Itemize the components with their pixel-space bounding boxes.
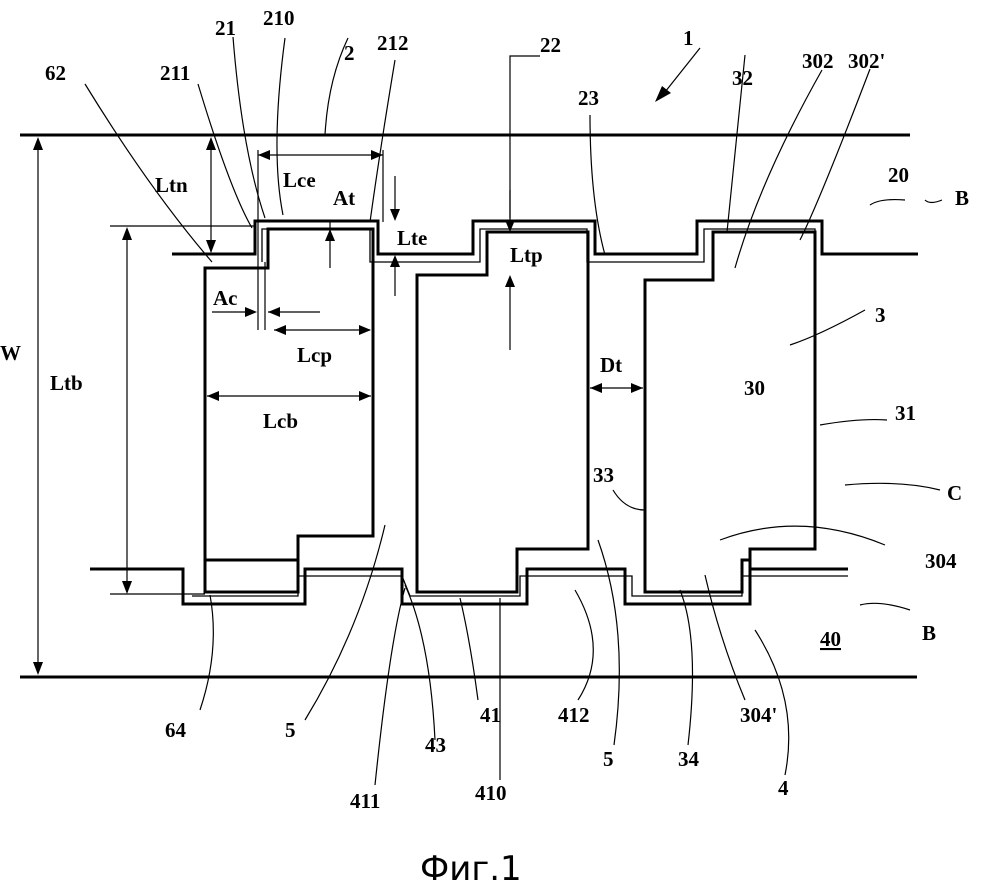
block-left-bottom [205, 560, 298, 592]
label-210: 210 [263, 6, 295, 30]
label-212: 212 [377, 31, 409, 55]
label-23: 23 [578, 86, 599, 110]
label-410: 410 [475, 781, 507, 805]
dim-Dt: Dt [600, 353, 622, 377]
label-304-prime: 304' [740, 703, 777, 727]
label-302: 302 [802, 49, 834, 73]
dim-Ac: Ac [213, 286, 238, 310]
label-411: 411 [350, 789, 380, 813]
label-211: 211 [160, 61, 190, 85]
label-412: 412 [558, 703, 590, 727]
label-64: 64 [165, 718, 187, 742]
figure-caption: Фиг.1 [420, 849, 522, 889]
label-B-bottom: B [922, 621, 936, 645]
block-right [645, 232, 815, 592]
label-304: 304 [925, 549, 957, 573]
label-43: 43 [425, 733, 446, 757]
label-21: 21 [215, 16, 236, 40]
label-31: 31 [895, 401, 916, 425]
dim-At: At [333, 186, 355, 210]
label-30: 30 [744, 376, 765, 400]
dimension-lines [33, 137, 643, 675]
dim-Ltp: Ltp [510, 243, 543, 267]
label-22: 22 [540, 33, 561, 57]
label-5-left: 5 [285, 718, 296, 742]
label-40: 40 [820, 627, 841, 651]
label-5-right: 5 [603, 747, 614, 771]
dim-W: W [0, 341, 21, 365]
label-2: 2 [344, 41, 355, 65]
dim-Lcp: Lcp [297, 343, 332, 367]
label-34: 34 [678, 747, 700, 771]
label-32: 32 [732, 66, 753, 90]
dim-Ltb: Ltb [50, 371, 83, 395]
block-middle [417, 232, 588, 592]
dim-Lcb: Lcb [263, 409, 298, 433]
block-right-step [750, 549, 815, 569]
label-33: 33 [593, 463, 614, 487]
label-20: 20 [888, 163, 909, 187]
dim-Lte: Lte [397, 226, 427, 250]
label-1: 1 [683, 26, 694, 50]
label-41: 41 [480, 703, 501, 727]
label-62: 62 [45, 61, 66, 85]
label-B-top: B [955, 186, 969, 210]
dim-Lce: Lce [283, 168, 316, 192]
label-C: C [947, 481, 962, 505]
dim-Ltn: Ltn [155, 173, 188, 197]
block-left [205, 229, 373, 560]
label-3: 3 [875, 303, 886, 327]
label-302-prime: 302' [848, 49, 885, 73]
label-4: 4 [778, 776, 789, 800]
